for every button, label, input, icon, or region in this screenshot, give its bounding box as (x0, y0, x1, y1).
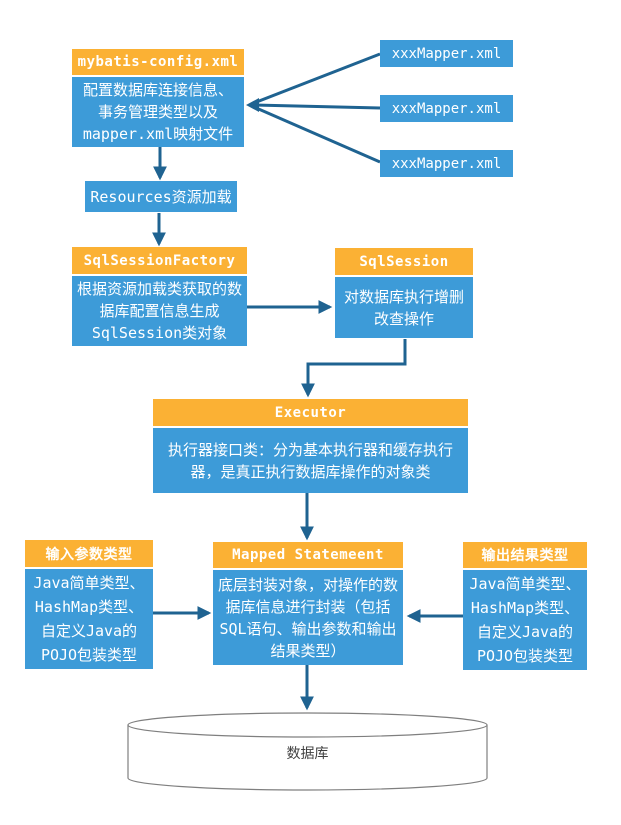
factory-title: SqlSessionFactory (72, 247, 247, 276)
config-title: mybatis-config.xml (72, 49, 244, 77)
executor-node: Executor 执行器接口类：分为基本执行器和缓存执行器，是真正执行数据库操作… (153, 399, 468, 493)
config-body: 配置数据库连接信息、事务管理类型以及mapper.xml映射文件 (72, 77, 244, 147)
output-result-node: 输出结果类型 Java简单类型、HashMap类型、自定义Java的POJO包装… (463, 542, 587, 670)
connector-mapper2-config (253, 103, 381, 110)
output-result-title: 输出结果类型 (463, 542, 587, 570)
session-body: 对数据库执行增删改查操作 (335, 277, 473, 338)
factory-body: 根据资源加载类获取的数据库配置信息生成SqlSession类对象 (72, 276, 247, 346)
executor-body: 执行器接口类：分为基本执行器和缓存执行器，是真正执行数据库操作的对象类 (153, 428, 468, 493)
factory-node: SqlSessionFactory 根据资源加载类获取的数据库配置信息生成Sql… (72, 247, 247, 346)
session-title: SqlSession (335, 248, 473, 277)
mapped-statement-node: Mapped Statemeent 底层封装对象，对操作的数据库信息进行封装（包… (213, 542, 403, 665)
resources-node: Resources资源加载 (85, 181, 237, 212)
config-node: mybatis-config.xml 配置数据库连接信息、事务管理类型以及map… (72, 49, 244, 147)
connector-mapper3-config (253, 105, 381, 164)
database-cylinder (127, 712, 488, 791)
input-param-body: Java简单类型、HashMap类型、自定义Java的POJO包装类型 (25, 569, 153, 669)
mapped-statement-title: Mapped Statemeent (213, 542, 403, 570)
mapper-node-1: xxxMapper.xml (380, 40, 513, 67)
input-param-node: 输入参数类型 Java简单类型、HashMap类型、自定义Java的POJO包装… (25, 540, 153, 669)
mapped-statement-body: 底层封装对象，对操作的数据库信息进行封装（包括SQL语句、输出参数和输出结果类型… (213, 570, 403, 665)
output-result-body: Java简单类型、HashMap类型、自定义Java的POJO包装类型 (463, 570, 587, 670)
mapper-node-2: xxxMapper.xml (380, 95, 513, 122)
input-param-title: 输入参数类型 (25, 540, 153, 569)
executor-title: Executor (153, 399, 468, 428)
arrowhead-config (246, 98, 259, 112)
connector-mapper1-config (253, 52, 381, 105)
mapper-node-3: xxxMapper.xml (380, 150, 513, 177)
connector-session-executor (301, 339, 407, 398)
database-label: 数据库 (286, 746, 329, 762)
session-node: SqlSession 对数据库执行增删改查操作 (335, 248, 473, 338)
